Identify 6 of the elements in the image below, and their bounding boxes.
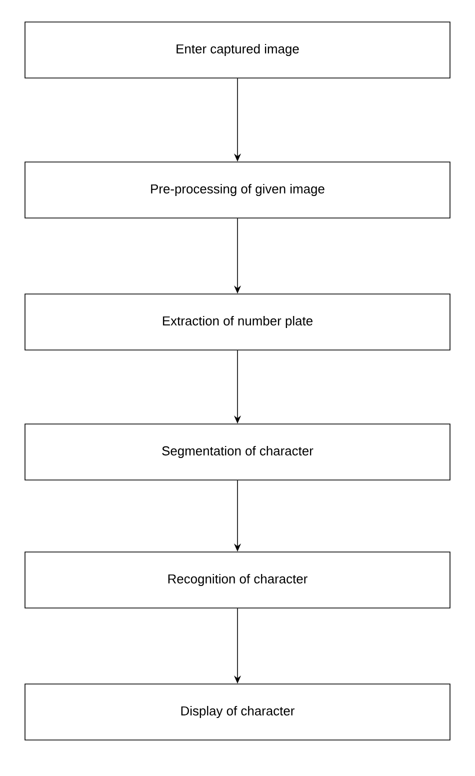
- process-box: Display of character: [24, 684, 450, 740]
- process-box: Extraction of number plate: [24, 294, 450, 350]
- process-box: Pre-processing of given image: [24, 162, 450, 218]
- process-box: Segmentation of character: [24, 424, 450, 480]
- process-box: Recognition of character: [24, 552, 450, 608]
- process-box: Enter captured image: [24, 22, 450, 78]
